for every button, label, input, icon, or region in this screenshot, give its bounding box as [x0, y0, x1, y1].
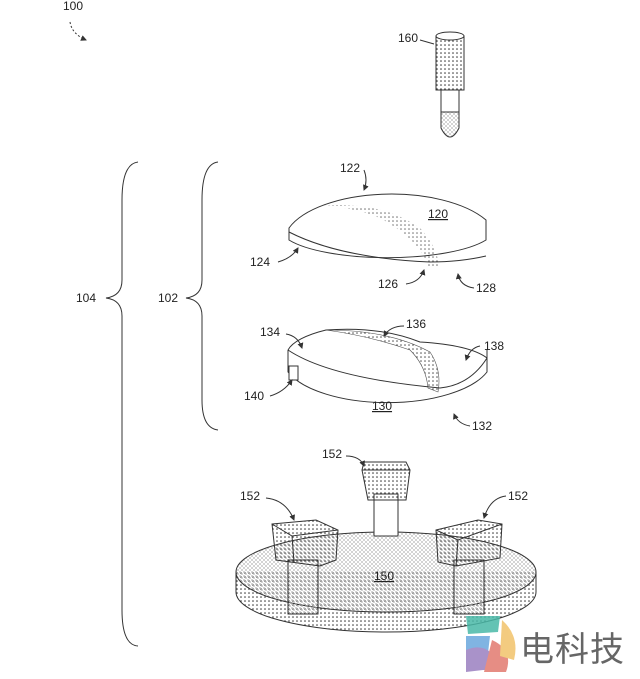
label-120: 120: [428, 207, 448, 221]
label-128: 128: [476, 281, 496, 295]
label-132: 132: [472, 419, 492, 433]
label-130: 130: [372, 399, 392, 413]
watermark-text: 电科技: [520, 630, 625, 670]
stylus-160: [435, 31, 465, 138]
leader-122: [363, 169, 369, 191]
brace-104: [105, 161, 139, 647]
label-100: 100: [63, 0, 83, 13]
label-150: 150: [374, 569, 394, 583]
leader-132: [453, 413, 471, 427]
leader-136: [383, 325, 405, 337]
label-102: 102: [158, 291, 178, 305]
leader-138: [464, 345, 481, 361]
label-140: 140: [244, 389, 264, 403]
leader-152-right: [482, 495, 507, 519]
leader-124: [277, 247, 299, 263]
label-160: 160: [398, 31, 418, 45]
label-152-left: 152: [240, 489, 260, 503]
leader-100: [69, 21, 87, 41]
label-152-top: 152: [322, 447, 342, 461]
bottom-layer-130: [287, 328, 488, 404]
watermark-logo: [466, 616, 516, 672]
leader-134: [285, 333, 304, 349]
leader-126: [405, 269, 426, 285]
label-122: 122: [340, 161, 360, 175]
leader-140: [269, 379, 293, 397]
label-104: 104: [76, 291, 96, 305]
leader-152-left: [265, 497, 295, 521]
label-152-right: 152: [508, 489, 528, 503]
label-126: 126: [378, 277, 398, 291]
top-layer-120: [288, 193, 487, 268]
label-138: 138: [484, 339, 504, 353]
leader-152-top: [345, 455, 365, 467]
leader-128: [455, 273, 475, 289]
leader-160: [419, 39, 435, 45]
label-124: 124: [250, 255, 270, 269]
brace-102: [185, 161, 219, 431]
base-150: [235, 461, 537, 633]
label-136: 136: [406, 317, 426, 331]
label-134: 134: [260, 325, 280, 339]
